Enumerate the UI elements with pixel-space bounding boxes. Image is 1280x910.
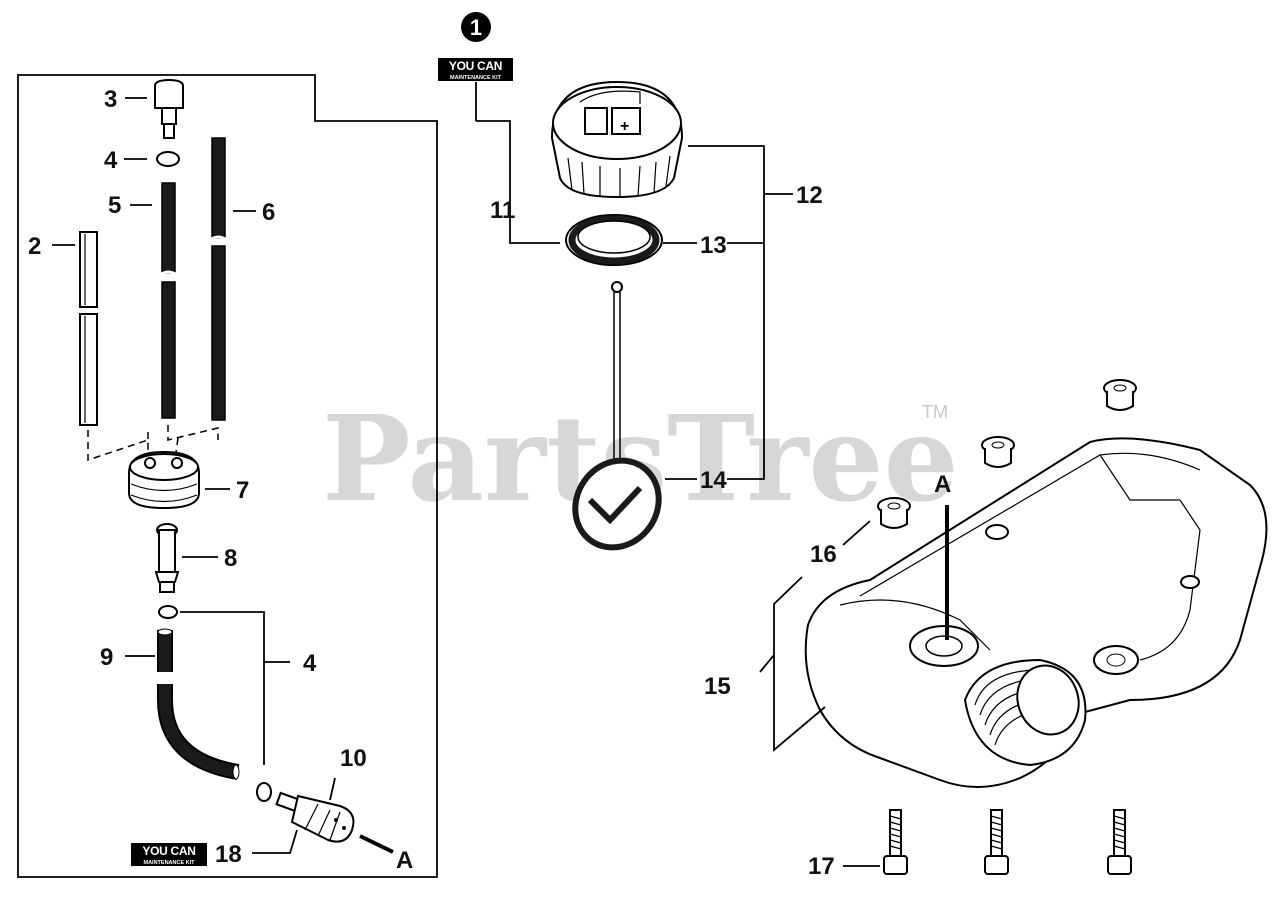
leader-10 xyxy=(329,777,336,801)
part-8-fitting[interactable] xyxy=(154,523,180,593)
callout-7: 7 xyxy=(236,477,249,504)
callout-8: 8 xyxy=(224,545,237,572)
kit-boundary-box xyxy=(17,74,438,878)
part-16-grommet-2[interactable] xyxy=(981,436,1015,468)
callout-4-top: 4 xyxy=(104,147,118,174)
part-7-grommet[interactable] xyxy=(128,450,200,510)
part-14-retainer-strap[interactable] xyxy=(558,281,675,564)
part-5-fuel-line[interactable] xyxy=(159,182,178,419)
leader-11 xyxy=(476,120,560,244)
leader-16 xyxy=(842,520,871,546)
part-4-o-ring-top[interactable] xyxy=(156,151,180,167)
leader-12-bracket xyxy=(688,145,793,480)
part-17-screw-2[interactable] xyxy=(984,809,1009,875)
callout-14: 14 xyxy=(700,467,727,494)
callout-1-marker[interactable]: 1 xyxy=(461,12,491,42)
callout-18: 18 xyxy=(215,841,242,868)
kit-badge-top-sub: MAINTENANCE KIT xyxy=(450,75,502,81)
callout-11: 11 xyxy=(490,197,515,224)
callout-3: 3 xyxy=(104,86,117,113)
part-6-fuel-line[interactable] xyxy=(209,137,228,421)
dashed-routing-lines xyxy=(87,425,219,465)
callout-4-bottom: 4 xyxy=(303,650,317,677)
part-2-vent-tube[interactable] xyxy=(79,231,98,426)
callout-13: 13 xyxy=(700,232,727,259)
part-4-o-ring-bottom[interactable] xyxy=(256,782,272,802)
kit-badge-bottom-sub: MAINTENANCE KIT xyxy=(143,860,195,866)
part-17-screw-1[interactable] xyxy=(883,809,908,875)
watermark-trademark: TM xyxy=(922,402,948,422)
callout-15: 15 xyxy=(704,673,731,700)
callout-17: 17 xyxy=(808,853,835,880)
callout-16: 16 xyxy=(810,541,837,568)
part-12-fuel-cap[interactable]: + xyxy=(550,80,684,199)
leader-15-bracket xyxy=(759,576,826,752)
maintenance-kit-badge-top: YOU CAN MAINTENANCE KIT xyxy=(438,58,513,81)
callout-9: 9 xyxy=(100,644,113,671)
reference-a-tank: A xyxy=(934,471,951,498)
part-9-fuel-line[interactable] xyxy=(157,628,240,780)
callout-2: 2 xyxy=(28,233,41,260)
leader-4-bottom xyxy=(180,611,290,765)
kit-badge-top-main: YOU CAN xyxy=(449,59,502,73)
part-3-fitting[interactable] xyxy=(154,78,184,139)
reference-a-bottom: A xyxy=(396,847,413,874)
part-13-gasket[interactable] xyxy=(565,214,663,266)
part-16-grommet-3[interactable] xyxy=(877,497,911,529)
part-17-screw-3[interactable] xyxy=(1107,809,1132,875)
part-10-fuel-filter[interactable] xyxy=(275,791,355,843)
svg-text:+: + xyxy=(620,118,629,135)
maintenance-kit-badge-bottom: YOU CAN MAINTENANCE KIT xyxy=(131,843,207,866)
callout-5: 5 xyxy=(108,192,121,219)
leader-18 xyxy=(252,829,298,854)
part-15-fuel-tank[interactable] xyxy=(804,437,1268,788)
callout-6: 6 xyxy=(262,199,275,226)
kit-badge-bottom-main: YOU CAN xyxy=(142,844,195,858)
callout-1-text: 1 xyxy=(470,15,482,40)
callout-10: 10 xyxy=(340,745,367,772)
callout-12: 12 xyxy=(796,182,823,209)
part-4-o-ring-middle[interactable] xyxy=(158,605,178,619)
reference-a-line-bottom xyxy=(359,834,394,854)
part-16-grommet-1[interactable] xyxy=(1103,379,1137,411)
